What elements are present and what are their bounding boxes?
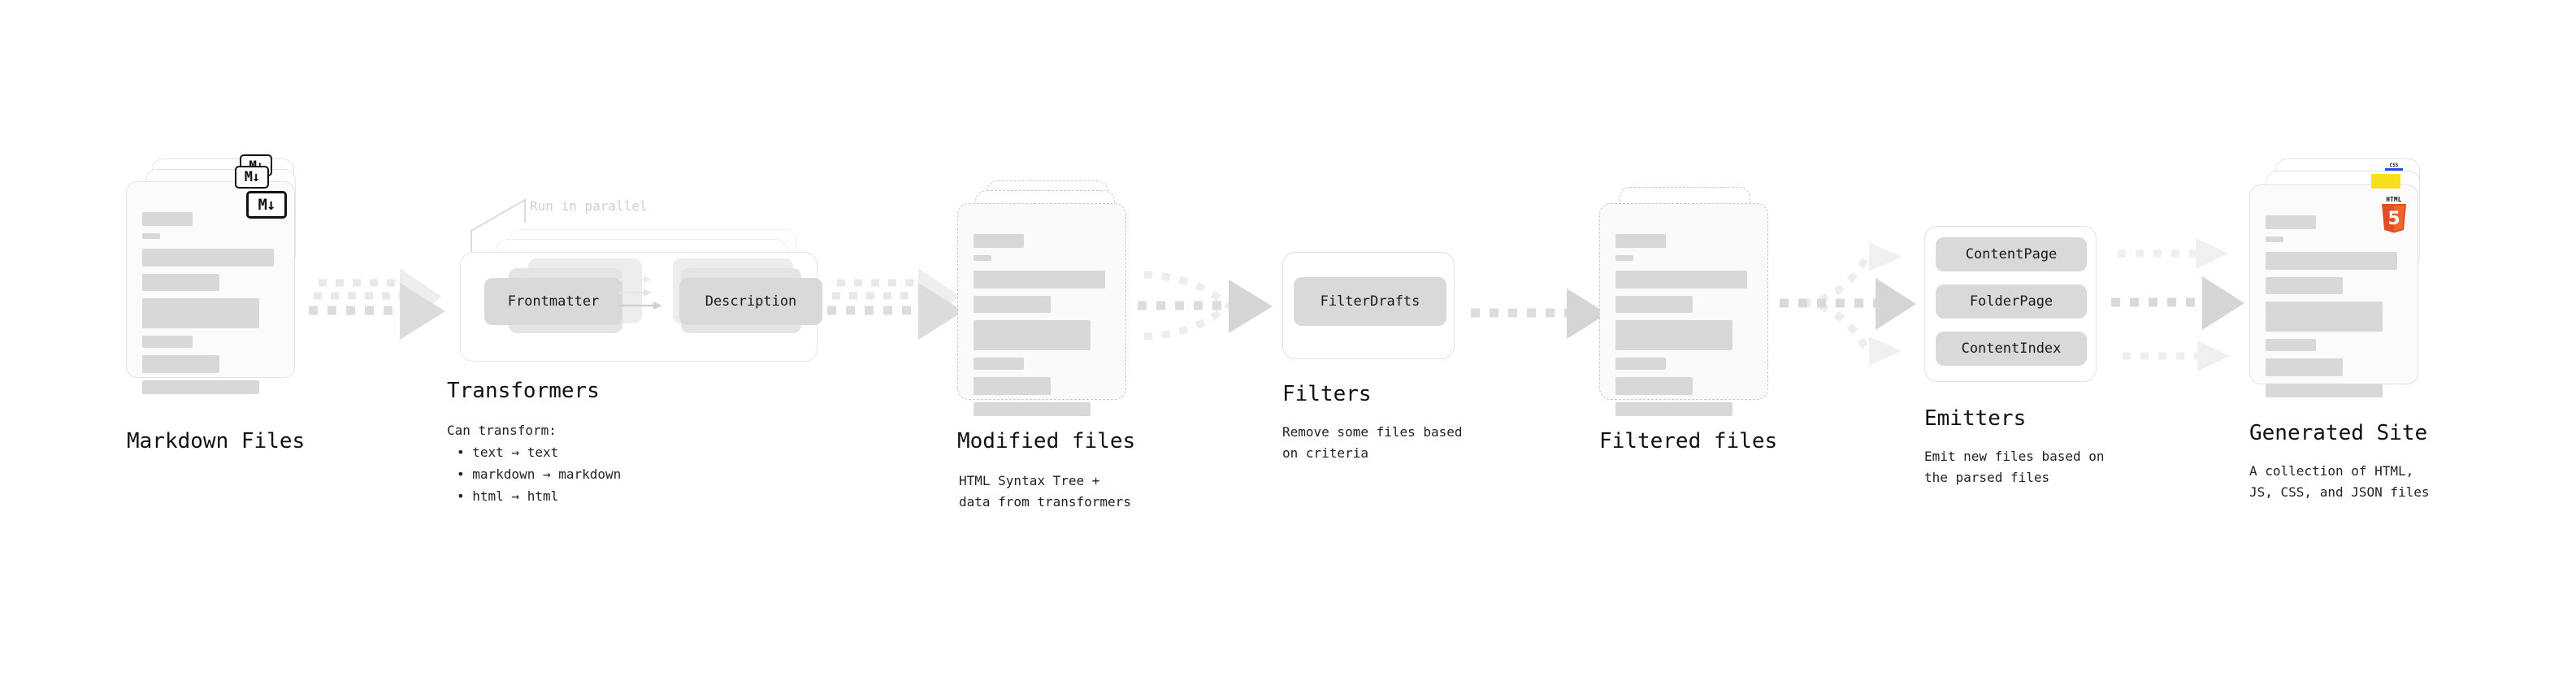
css-icon: CSS — [2385, 163, 2403, 171]
svg-text:CSS: CSS — [2390, 163, 2399, 168]
emitters-description-line-0: Emit new files based on — [1924, 449, 2105, 464]
modified-file-content-bars — [974, 234, 1108, 423]
filters-description-line-0: Remove some files based — [1282, 424, 1463, 440]
contentindex-chip-label: ContentIndex — [1961, 340, 2062, 357]
modified-files-stack — [957, 180, 1144, 440]
folderpage-chip[interactable]: FolderPage — [1936, 284, 2087, 319]
arrow-markdown-to-transformers — [309, 268, 445, 340]
contentindex-chip[interactable]: ContentIndex — [1936, 332, 2087, 366]
filters-title: Filters — [1282, 382, 1372, 406]
modified-files-description-line-1: data from transformers — [959, 494, 1131, 510]
markdown-icon: M↓ — [246, 191, 287, 219]
transformers-title: Transformers — [447, 379, 600, 403]
filtered-file-content-bars — [1615, 234, 1750, 423]
js-icon — [2371, 174, 2400, 189]
generated-site-stack: CSS HTML 5 — [2249, 158, 2436, 427]
transformers-description-heading: Can transform: — [447, 423, 557, 438]
arrow-filters-to-filtered — [1471, 288, 1607, 339]
filtered-files-stack — [1599, 180, 1786, 440]
markdown-files-stack: M↓ M↓ M↓ — [126, 154, 313, 419]
emitters-description-line-1: the parsed files — [1924, 470, 2050, 485]
contentpage-chip-label: ContentPage — [1965, 246, 2058, 262]
contentpage-chip[interactable]: ContentPage — [1936, 237, 2087, 271]
modified-files-caption: Modified files — [957, 429, 1136, 453]
description-chip-label: Description — [705, 293, 797, 310]
run-in-parallel-label: Run in parallel — [530, 198, 648, 214]
generated-site-description-line-0: A collection of HTML, — [2249, 463, 2414, 479]
transformers-bullet-2: • html → html — [457, 488, 559, 504]
transformers-group: Run in parallel Frontmatter Description — [445, 195, 827, 362]
transformers-bullet-0: • text → text — [457, 445, 559, 460]
site-file-content-bars — [2266, 215, 2400, 405]
filters-description-line-1: on criteria — [1282, 445, 1368, 461]
html5-icon: HTML 5 — [2382, 196, 2406, 233]
filterdrafts-chip-label: FilterDrafts — [1320, 293, 1420, 310]
filtered-files-title: Filtered files — [1599, 429, 1778, 453]
arrow-modified-to-filters — [1138, 271, 1273, 340]
run-in-parallel-bracket — [471, 198, 526, 254]
arrow-filtered-to-emitters — [1780, 242, 1916, 366]
generated-site-description-line-1: JS, CSS, and JSON files — [2249, 484, 2430, 500]
emitters-title: Emitters — [1924, 406, 2027, 431]
markdown-icon-mid: M↓ — [235, 166, 269, 189]
markdown-file-content-bars — [142, 212, 277, 401]
modified-files-description-line-0: HTML Syntax Tree + — [959, 473, 1100, 488]
frontmatter-chip[interactable]: Frontmatter — [484, 278, 622, 325]
description-chip[interactable]: Description — [679, 278, 822, 325]
folderpage-chip-label: FolderPage — [1969, 293, 2053, 310]
frontmatter-chip-label: Frontmatter — [507, 293, 600, 310]
transformers-bullet-1: • markdown → markdown — [457, 466, 622, 482]
transformer-inner-arrows — [619, 275, 662, 310]
svg-text:5: 5 — [2387, 209, 2400, 229]
arrow-transformers-to-modified — [827, 268, 964, 340]
svg-text:HTML: HTML — [2386, 196, 2401, 203]
markdown-icon-label-mid: M↓ — [244, 168, 261, 185]
arrow-emitters-to-site — [2111, 238, 2244, 371]
markdown-icon-label: M↓ — [258, 195, 276, 214]
markdown-files-title: Markdown Files — [127, 429, 306, 453]
filterdrafts-chip[interactable]: FilterDrafts — [1294, 277, 1446, 326]
generated-site-title: Generated Site — [2249, 421, 2428, 445]
